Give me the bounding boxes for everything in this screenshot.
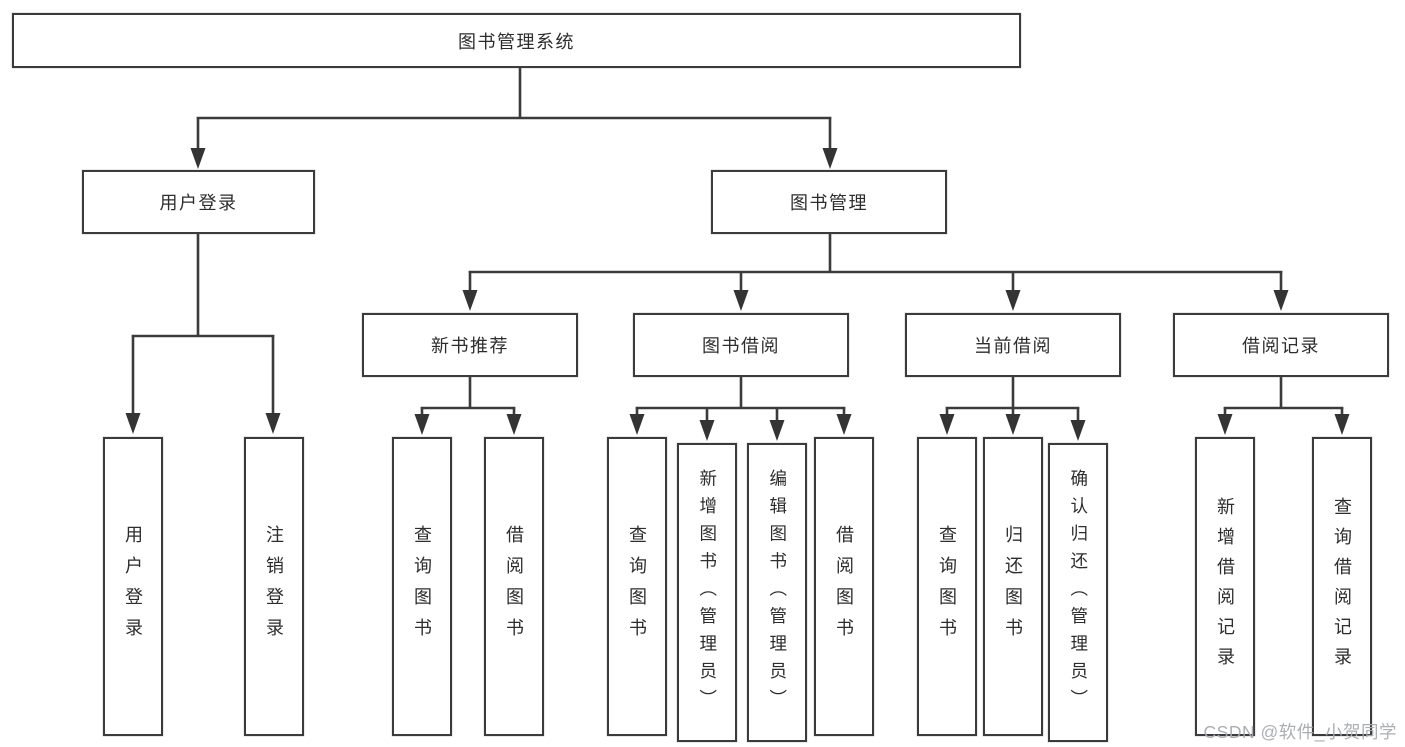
- leaf-node-borrow-books-2: 借阅图书: [814, 437, 874, 736]
- branch-node-label: 用户登录: [159, 193, 238, 213]
- leaf-node-label: 查询图书: [937, 524, 957, 649]
- leaf-node-label: 编辑图书（管理员）: [767, 468, 788, 717]
- root-node-label: 图书管理系统: [458, 31, 575, 52]
- branch-node-user-login: 用户登录: [82, 170, 315, 234]
- leaf-node-label: 注销登录: [264, 524, 284, 649]
- leaf-node-query-books-2: 查询图书: [607, 437, 667, 736]
- leaf-node-label: 归还图书: [1003, 524, 1023, 649]
- section-node-label: 新书推荐: [431, 336, 509, 356]
- leaf-node-logout: 注销登录: [244, 437, 304, 736]
- leaf-node-query-books-3: 查询图书: [917, 437, 977, 736]
- leaf-node-confirm-return-admin: 确认归还（管理员）: [1048, 443, 1108, 742]
- root-node-library-system: 图书管理系统: [12, 13, 1021, 68]
- section-node-new-book-recommend: 新书推荐: [362, 313, 578, 377]
- csdn-watermark: CSDN @软件_小贺同学: [1203, 722, 1397, 742]
- branch-node-book-management: 图书管理: [711, 170, 947, 234]
- leaf-node-query-books-1: 查询图书: [392, 437, 452, 736]
- leaf-node-return-books: 归还图书: [983, 437, 1043, 736]
- branch-node-label: 图书管理: [790, 193, 868, 213]
- leaf-node-label: 借阅图书: [504, 524, 524, 649]
- leaf-node-label: 查询图书: [627, 524, 647, 649]
- section-node-label: 借阅记录: [1242, 336, 1320, 356]
- section-node-book-borrow: 图书借阅: [633, 313, 849, 377]
- section-node-label: 当前借阅: [974, 336, 1052, 356]
- leaf-node-label: 查询借阅记录: [1332, 496, 1352, 677]
- leaf-node-label: 查询图书: [412, 524, 432, 649]
- leaf-node-label: 借阅图书: [834, 524, 854, 649]
- leaf-node-edit-books-admin: 编辑图书（管理员）: [747, 443, 807, 742]
- section-node-borrow-records: 借阅记录: [1173, 313, 1389, 377]
- leaf-node-add-books-admin: 新增图书（管理员）: [677, 443, 737, 742]
- leaf-node-borrow-books-1: 借阅图书: [484, 437, 544, 736]
- leaf-node-label: 用户登录: [123, 524, 143, 649]
- leaf-node-user-login: 用户登录: [103, 437, 163, 736]
- leaf-node-label: 确认归还（管理员）: [1068, 468, 1089, 717]
- leaf-node-query-borrow-record: 查询借阅记录: [1312, 437, 1372, 736]
- section-node-current-borrow: 当前借阅: [905, 313, 1121, 377]
- section-node-label: 图书借阅: [702, 336, 780, 356]
- leaf-node-label: 新增图书（管理员）: [697, 468, 718, 717]
- leaf-node-add-borrow-record: 新增借阅记录: [1195, 437, 1255, 736]
- leaf-node-label: 新增借阅记录: [1215, 496, 1235, 677]
